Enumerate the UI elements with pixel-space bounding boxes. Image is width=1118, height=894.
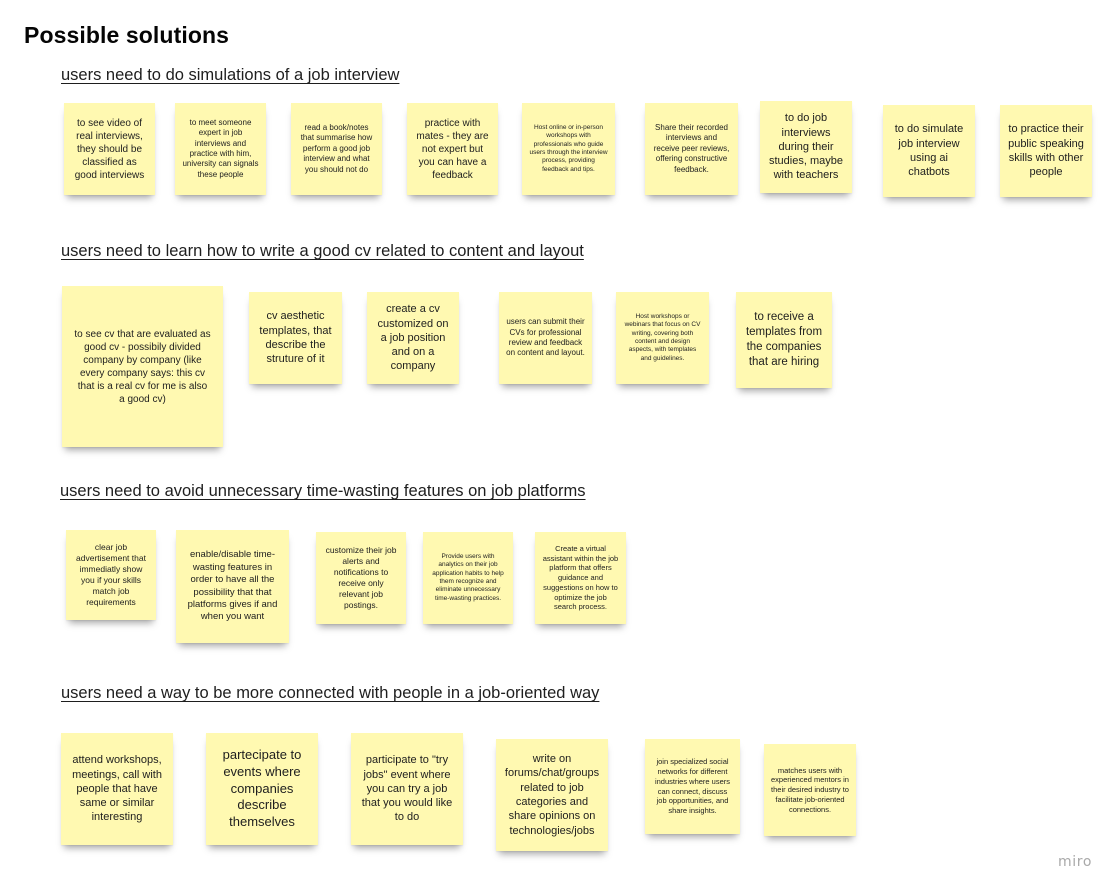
- sticky-note[interactable]: matches users with experienced mentors i…: [764, 744, 856, 836]
- sticky-note[interactable]: Create a virtual assistant within the jo…: [535, 532, 626, 624]
- sticky-note[interactable]: practice with mates - they are not exper…: [407, 103, 498, 195]
- sticky-note[interactable]: users can submit their CVs for professio…: [499, 292, 592, 384]
- sticky-note[interactable]: to practice their public speaking skills…: [1000, 105, 1092, 197]
- sticky-note[interactable]: join specialized social networks for dif…: [645, 739, 740, 834]
- sticky-note[interactable]: read a book/notes that summarise how per…: [291, 103, 382, 195]
- sticky-note[interactable]: write on forums/chat/groups related to j…: [496, 739, 608, 851]
- sticky-note[interactable]: Share their recorded interviews and rece…: [645, 103, 738, 195]
- sticky-note[interactable]: to do job interviews during their studie…: [760, 101, 852, 193]
- section-heading-time-wasting[interactable]: users need to avoid unnecessary time-was…: [60, 482, 586, 500]
- section-heading-interview-simulation[interactable]: users need to do simulations of a job in…: [61, 66, 400, 84]
- section-heading-connections[interactable]: users need a way to be more connected wi…: [61, 684, 600, 702]
- sticky-note[interactable]: Host online or in-person workshops with …: [522, 103, 615, 195]
- sticky-note[interactable]: to see cv that are evaluated as good cv …: [62, 286, 223, 447]
- sticky-note[interactable]: participate to "try jobs" event where yo…: [351, 733, 463, 845]
- sticky-note[interactable]: clear job advertisement that immediatly …: [66, 530, 156, 620]
- sticky-note[interactable]: Host workshops or webinars that focus on…: [616, 292, 709, 384]
- sticky-note[interactable]: Provide users with analytics on their jo…: [423, 532, 513, 624]
- sticky-note[interactable]: attend workshops, meetings, call with pe…: [61, 733, 173, 845]
- sticky-note[interactable]: customize their job alerts and notificat…: [316, 532, 406, 624]
- sticky-note[interactable]: to see video of real interviews, they sh…: [64, 103, 155, 195]
- sticky-note[interactable]: to do simulate job interview using ai ch…: [883, 105, 975, 197]
- sticky-note[interactable]: to receive a templates from the companie…: [736, 292, 832, 388]
- sticky-note[interactable]: enable/disable time-wasting features in …: [176, 530, 289, 643]
- sticky-note[interactable]: create a cv customized on a job position…: [367, 292, 459, 384]
- miro-watermark-logo: miro: [1058, 854, 1092, 870]
- board-title: Possible solutions: [24, 22, 230, 48]
- section-heading-cv-writing[interactable]: users need to learn how to write a good …: [61, 242, 584, 260]
- sticky-note[interactable]: cv aesthetic templates, that describe th…: [249, 292, 342, 384]
- sticky-note[interactable]: to meet someone expert in job interviews…: [175, 103, 266, 195]
- sticky-note[interactable]: partecipate to events where companies de…: [206, 733, 318, 845]
